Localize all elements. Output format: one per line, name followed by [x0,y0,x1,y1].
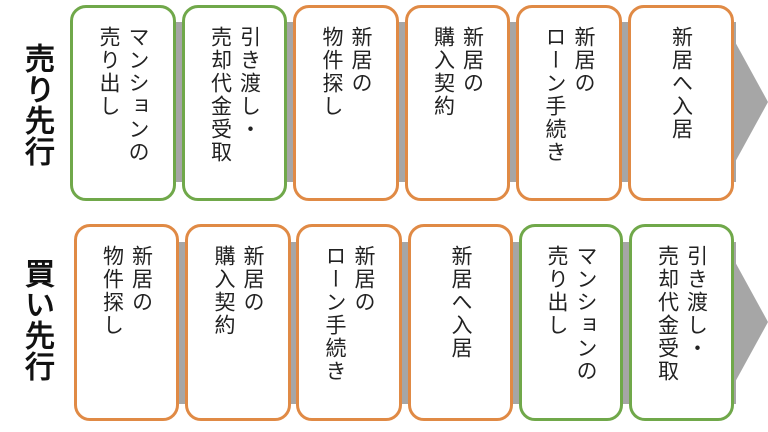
step-text: 新居へ入居 [449,245,473,360]
row-label-sell-first: 売り先行 [19,43,54,167]
arrow-head-sell-first [734,40,768,164]
step-box-sell-3: 新居の 物件探し [293,5,399,201]
step-box-sell-2: 引き渡し・ 売却代金受取 [182,5,287,201]
step-text: 新居の 物件探し [320,26,373,118]
step-text: 引き渡し・ 売却代金受取 [208,26,262,164]
step-text: 新居の 購入契約 [212,245,265,337]
arrow-head-buy-first [734,260,768,384]
step-text: マンションの 売り出し [97,26,150,164]
step-box-buy-3: 新居の ローン手続き [296,224,402,421]
step-box-buy-5: マンションの 売り出し [519,224,623,421]
step-text: 新居の 購入契約 [431,26,485,118]
row-label-buy-first: 買い先行 [19,258,54,382]
step-text: 新居へ入居 [669,26,694,141]
step-box-buy-2: 新居の 購入契約 [185,224,291,421]
step-text: 新居の ローン手続き [543,26,596,164]
step-box-buy-1: 新居の 物件探し [74,224,179,421]
step-text: 新居の 物件探し [100,245,154,337]
step-text: 新居の ローン手続き [323,245,376,383]
step-box-sell-6: 新居へ入居 [628,5,734,201]
step-box-sell-5: 新居の ローン手続き [516,5,622,201]
step-text: マンションの 売り出し [545,245,598,383]
step-box-buy-6: 引き渡し・ 売却代金受取 [629,224,734,421]
step-box-buy-4: 新居へ入居 [408,224,513,421]
step-box-sell-1: マンションの 売り出し [70,5,176,201]
step-text: 引き渡し・ 売却代金受取 [655,245,709,383]
step-box-sell-4: 新居の 購入契約 [405,5,510,201]
